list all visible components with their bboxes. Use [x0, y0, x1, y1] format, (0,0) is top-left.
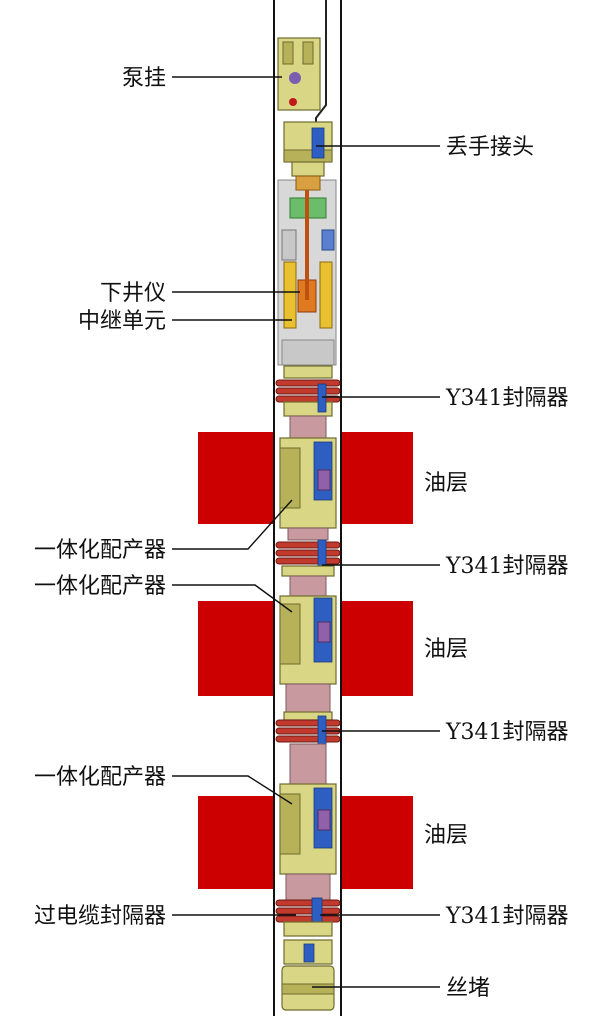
label-allocator-2: 一体化配产器: [34, 574, 166, 599]
integrated-allocator-3-tool: [279, 783, 337, 901]
downhole-instrument-tool: [277, 175, 337, 366]
oil-layer-2-left: [198, 601, 274, 696]
label-downhole-instrument: 下井仪: [100, 281, 166, 306]
leader-allocator-2: [172, 584, 293, 613]
label-plug: 丝堵: [446, 976, 490, 1001]
label-allocator-3: 一体化配产器: [34, 765, 166, 790]
label-oil-layer-3: 油层: [424, 823, 468, 848]
label-packer-4: Y341封隔器: [445, 904, 569, 929]
label-packer-1: Y341封隔器: [445, 386, 569, 411]
leader-allocator-1: [172, 499, 293, 550]
oil-layer-1-right: [341, 432, 413, 524]
label-packer-3: Y341封隔器: [445, 720, 569, 745]
oil-layer-3-left: [198, 796, 274, 889]
label-pump-hanger: 泵挂: [122, 66, 166, 91]
label-safety-joint: 丢手接头: [446, 135, 534, 160]
label-relay-unit: 中继单元: [78, 309, 166, 334]
label-oil-layer-1: 油层: [424, 471, 468, 496]
leader-allocator-3: [172, 775, 293, 805]
pump-hanger-tool: [277, 37, 321, 111]
label-allocator-1: 一体化配产器: [34, 538, 166, 563]
integrated-allocator-1-tool: [279, 437, 337, 541]
integrated-allocator-2-tool: [279, 595, 337, 715]
safety-joint-tool: [283, 121, 333, 177]
packer-1-tool: [275, 365, 341, 439]
label-oil-layer-2: 油层: [424, 637, 468, 662]
oil-layer-3-right: [341, 796, 413, 889]
oil-layer-1-left: [198, 432, 274, 524]
plug-tool: [281, 939, 335, 1011]
packer-3-tool: [275, 711, 341, 785]
label-cable-packer: 过电缆封隔器: [34, 904, 166, 929]
packer-2-tool: [275, 539, 341, 597]
oil-layer-2-right: [341, 601, 413, 696]
label-packer-2: Y341封隔器: [445, 554, 569, 579]
packer-4-tool: [275, 897, 341, 937]
